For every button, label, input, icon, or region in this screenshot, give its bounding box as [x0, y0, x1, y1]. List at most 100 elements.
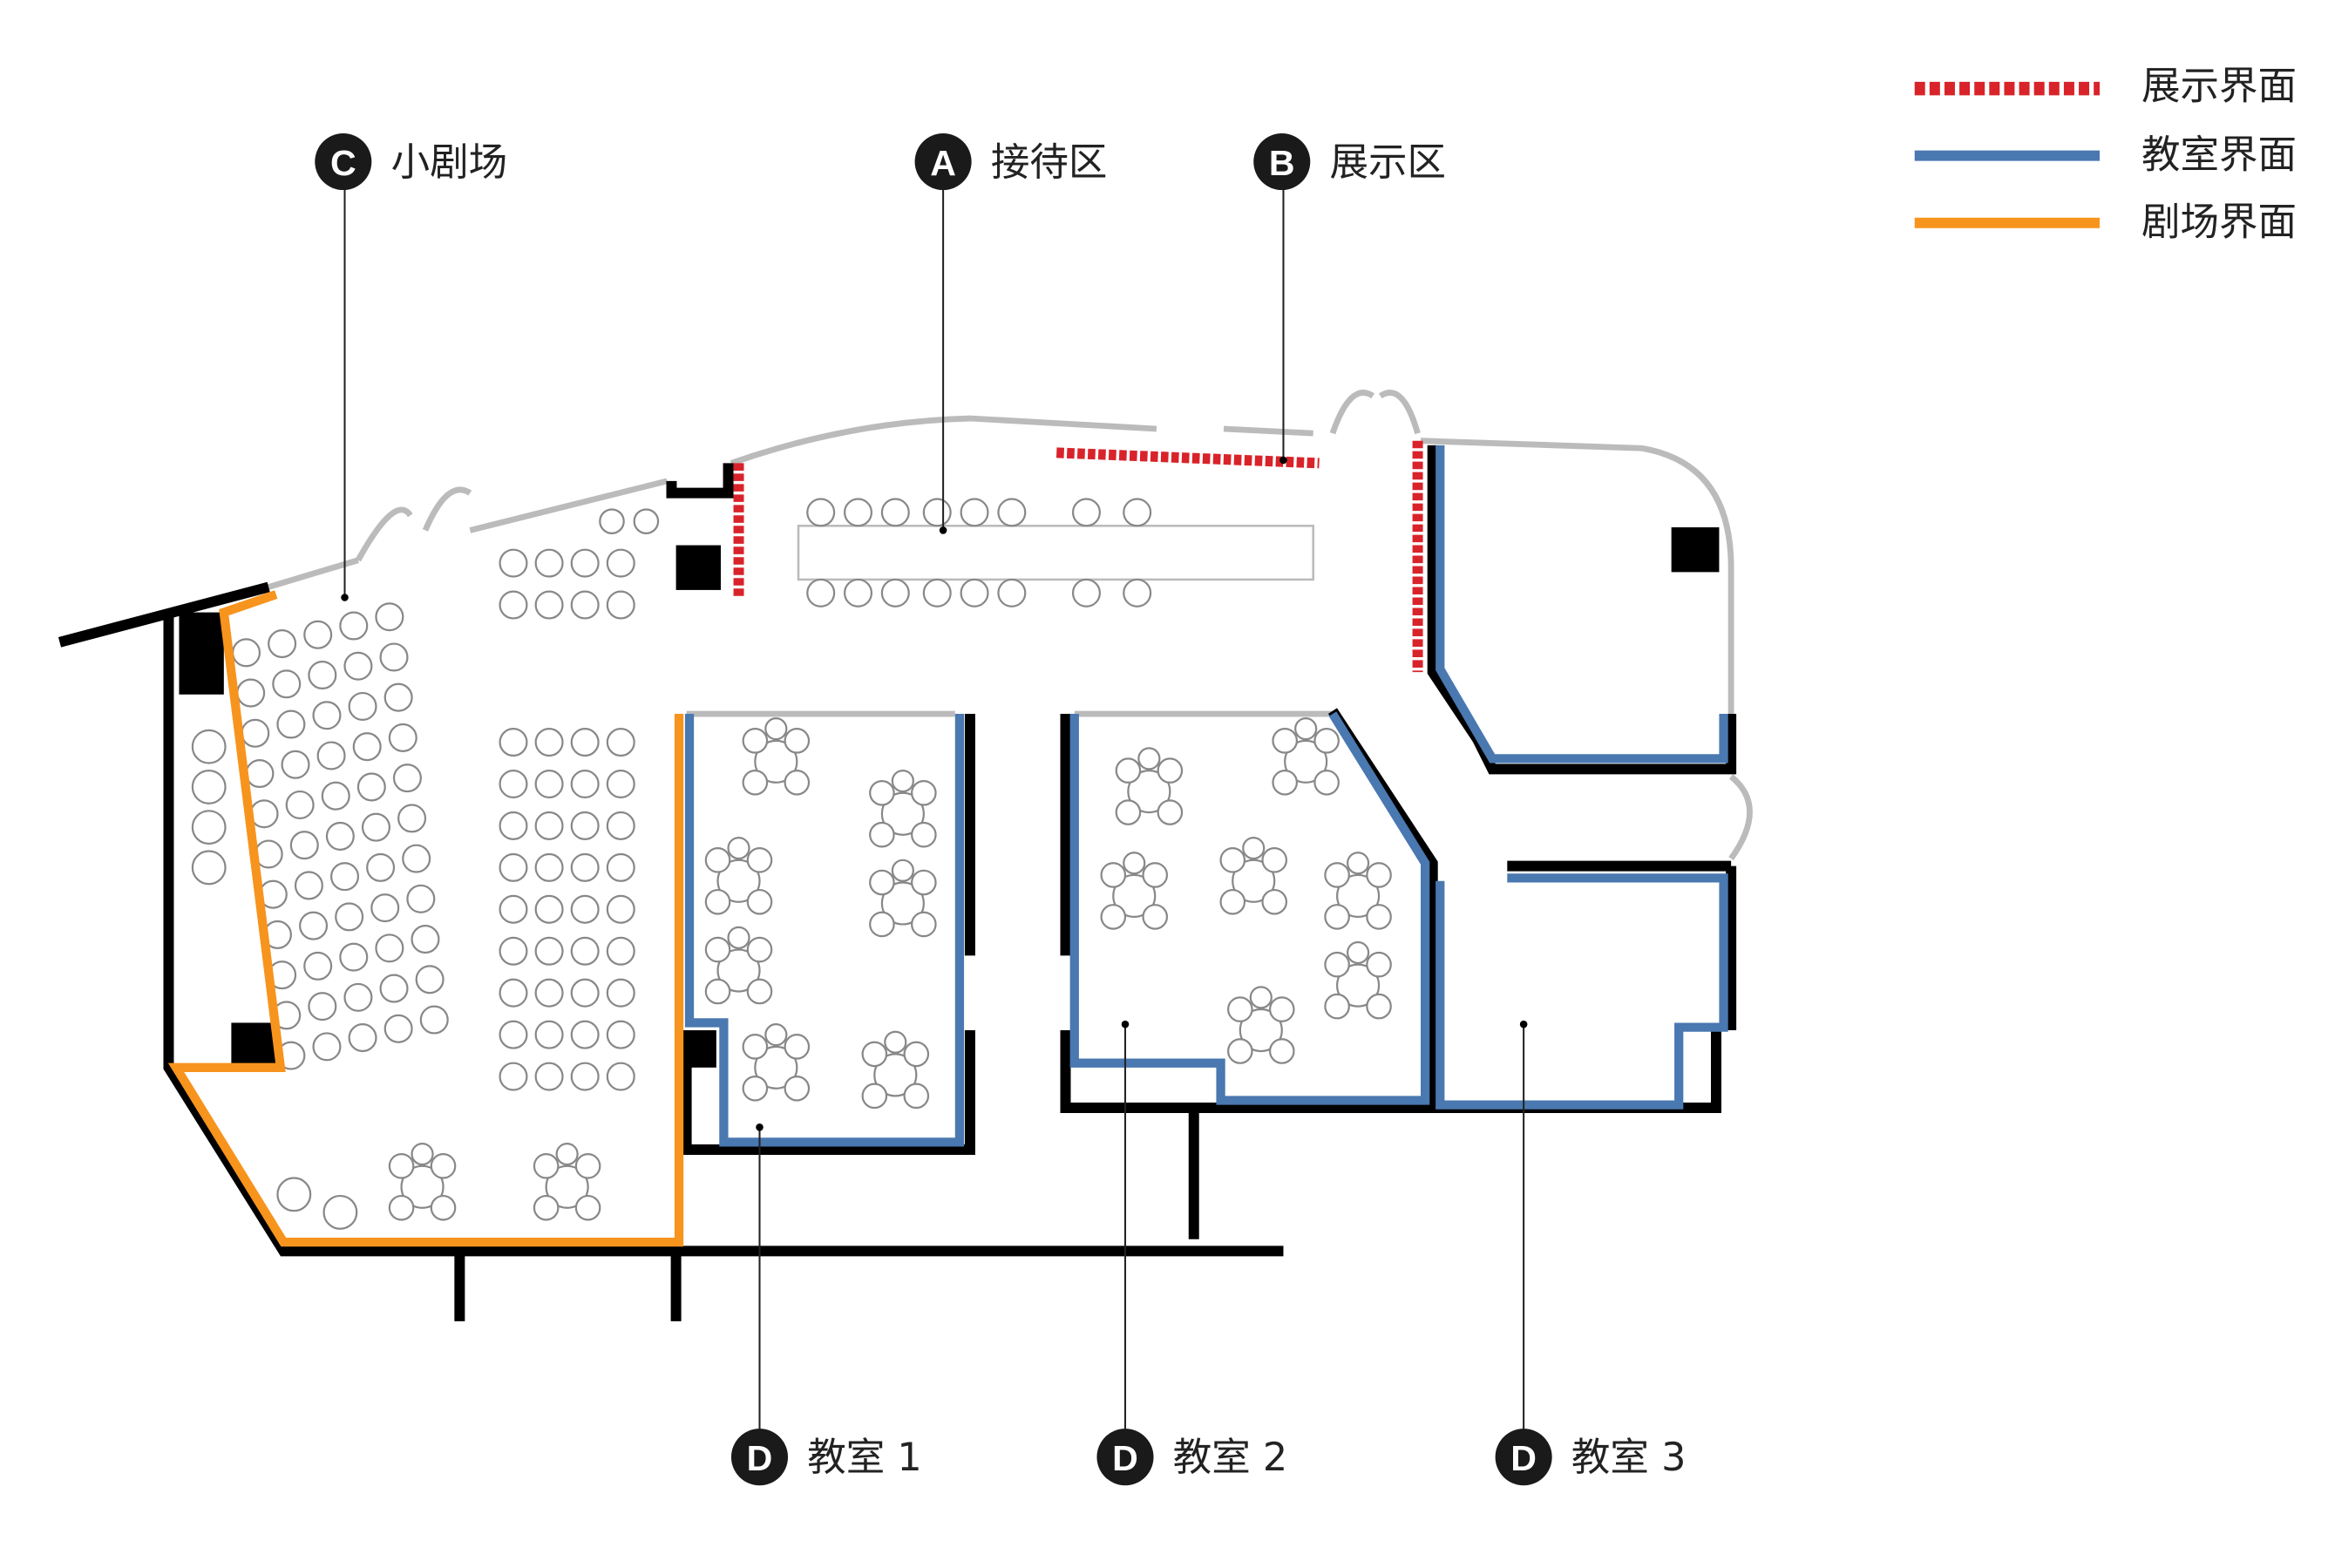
seat	[880, 578, 910, 608]
seat	[276, 709, 306, 739]
table-cluster	[880, 791, 925, 836]
seat	[241, 718, 270, 748]
seat	[534, 548, 564, 578]
seat	[606, 811, 635, 840]
seat	[276, 1177, 312, 1212]
zone-name: 教室 2	[1173, 1436, 1287, 1480]
seat	[366, 852, 396, 882]
marker-icon	[1495, 1429, 1552, 1486]
chair	[891, 769, 914, 793]
seat	[499, 811, 528, 840]
seat	[191, 769, 227, 804]
seat	[606, 590, 635, 620]
table-cluster	[754, 739, 798, 784]
chair	[742, 1034, 769, 1060]
chair	[1366, 993, 1392, 1020]
seat	[534, 728, 564, 757]
zone-name: 展示区	[1330, 140, 1447, 185]
seat	[285, 790, 315, 819]
chair	[891, 859, 914, 882]
chair	[574, 1194, 601, 1221]
seat	[356, 772, 386, 802]
seat	[268, 629, 297, 659]
chair	[1249, 986, 1273, 1009]
table-cluster	[1112, 873, 1157, 918]
table-cluster	[1127, 769, 1171, 814]
column	[1671, 527, 1720, 573]
chair	[1100, 862, 1127, 888]
seat	[499, 769, 528, 799]
seat	[997, 578, 1027, 608]
chair	[1268, 996, 1295, 1022]
table-cluster	[873, 1053, 918, 1097]
legend-label: 剧场界面	[2141, 200, 2297, 244]
structural-walls	[58, 445, 1737, 1321]
seat	[570, 590, 600, 620]
chair	[1261, 847, 1288, 873]
seat	[289, 831, 319, 860]
seat	[922, 498, 952, 527]
seat	[325, 821, 355, 851]
chair	[869, 869, 895, 896]
marker-icon	[1253, 132, 1311, 191]
seat	[880, 498, 910, 527]
chair	[1219, 888, 1246, 915]
seat	[499, 894, 528, 924]
seat	[606, 1020, 635, 1049]
chair	[727, 837, 750, 860]
chair	[861, 1083, 888, 1110]
zone-label-d3: D 教室 3	[1495, 1020, 1686, 1486]
chair	[1272, 769, 1298, 796]
seat	[534, 769, 564, 799]
seat	[499, 978, 528, 1008]
seat	[606, 936, 635, 966]
seat	[322, 1194, 358, 1230]
zone-marker: D	[1112, 1438, 1138, 1478]
seat	[570, 1020, 600, 1049]
seat	[312, 701, 342, 730]
seat	[570, 548, 600, 578]
chair	[430, 1194, 457, 1221]
seat	[534, 852, 564, 882]
chair	[764, 1023, 788, 1047]
table-cluster	[1284, 739, 1328, 784]
seat	[997, 498, 1027, 527]
chair	[574, 1153, 601, 1179]
zone-marker: C	[330, 143, 356, 183]
table-cluster	[754, 1045, 798, 1089]
chair	[411, 1143, 434, 1166]
seat	[534, 811, 564, 840]
chair	[1157, 799, 1184, 825]
seat	[316, 741, 346, 770]
furniture	[191, 498, 1392, 1230]
seat	[534, 936, 564, 966]
chair	[784, 769, 811, 796]
seat	[960, 498, 989, 527]
seat	[499, 1062, 528, 1091]
seat	[272, 669, 302, 699]
zone-label-d1: D 教室 1	[730, 1123, 922, 1486]
chair	[1227, 996, 1253, 1022]
chair	[784, 728, 811, 754]
chair	[911, 869, 937, 896]
chair	[746, 978, 773, 1005]
seat	[499, 548, 528, 578]
zone-marker: B	[1269, 143, 1295, 183]
chair	[1346, 852, 1370, 875]
seat	[606, 728, 635, 757]
seat	[606, 978, 635, 1008]
seat	[570, 769, 600, 799]
classroom-interface-2	[1069, 711, 1430, 1105]
chair	[1242, 837, 1266, 860]
seat	[1071, 578, 1101, 608]
zone-marker: D	[747, 1438, 773, 1478]
zone-label-c: C 小剧场	[315, 132, 507, 601]
seat	[402, 844, 431, 873]
chair	[388, 1194, 415, 1221]
legend-label: 展示界面	[2141, 64, 2297, 109]
chair	[1219, 847, 1246, 873]
seat	[499, 590, 528, 620]
zone-label-d2: D 教室 2	[1096, 1020, 1287, 1486]
chair	[533, 1194, 560, 1221]
